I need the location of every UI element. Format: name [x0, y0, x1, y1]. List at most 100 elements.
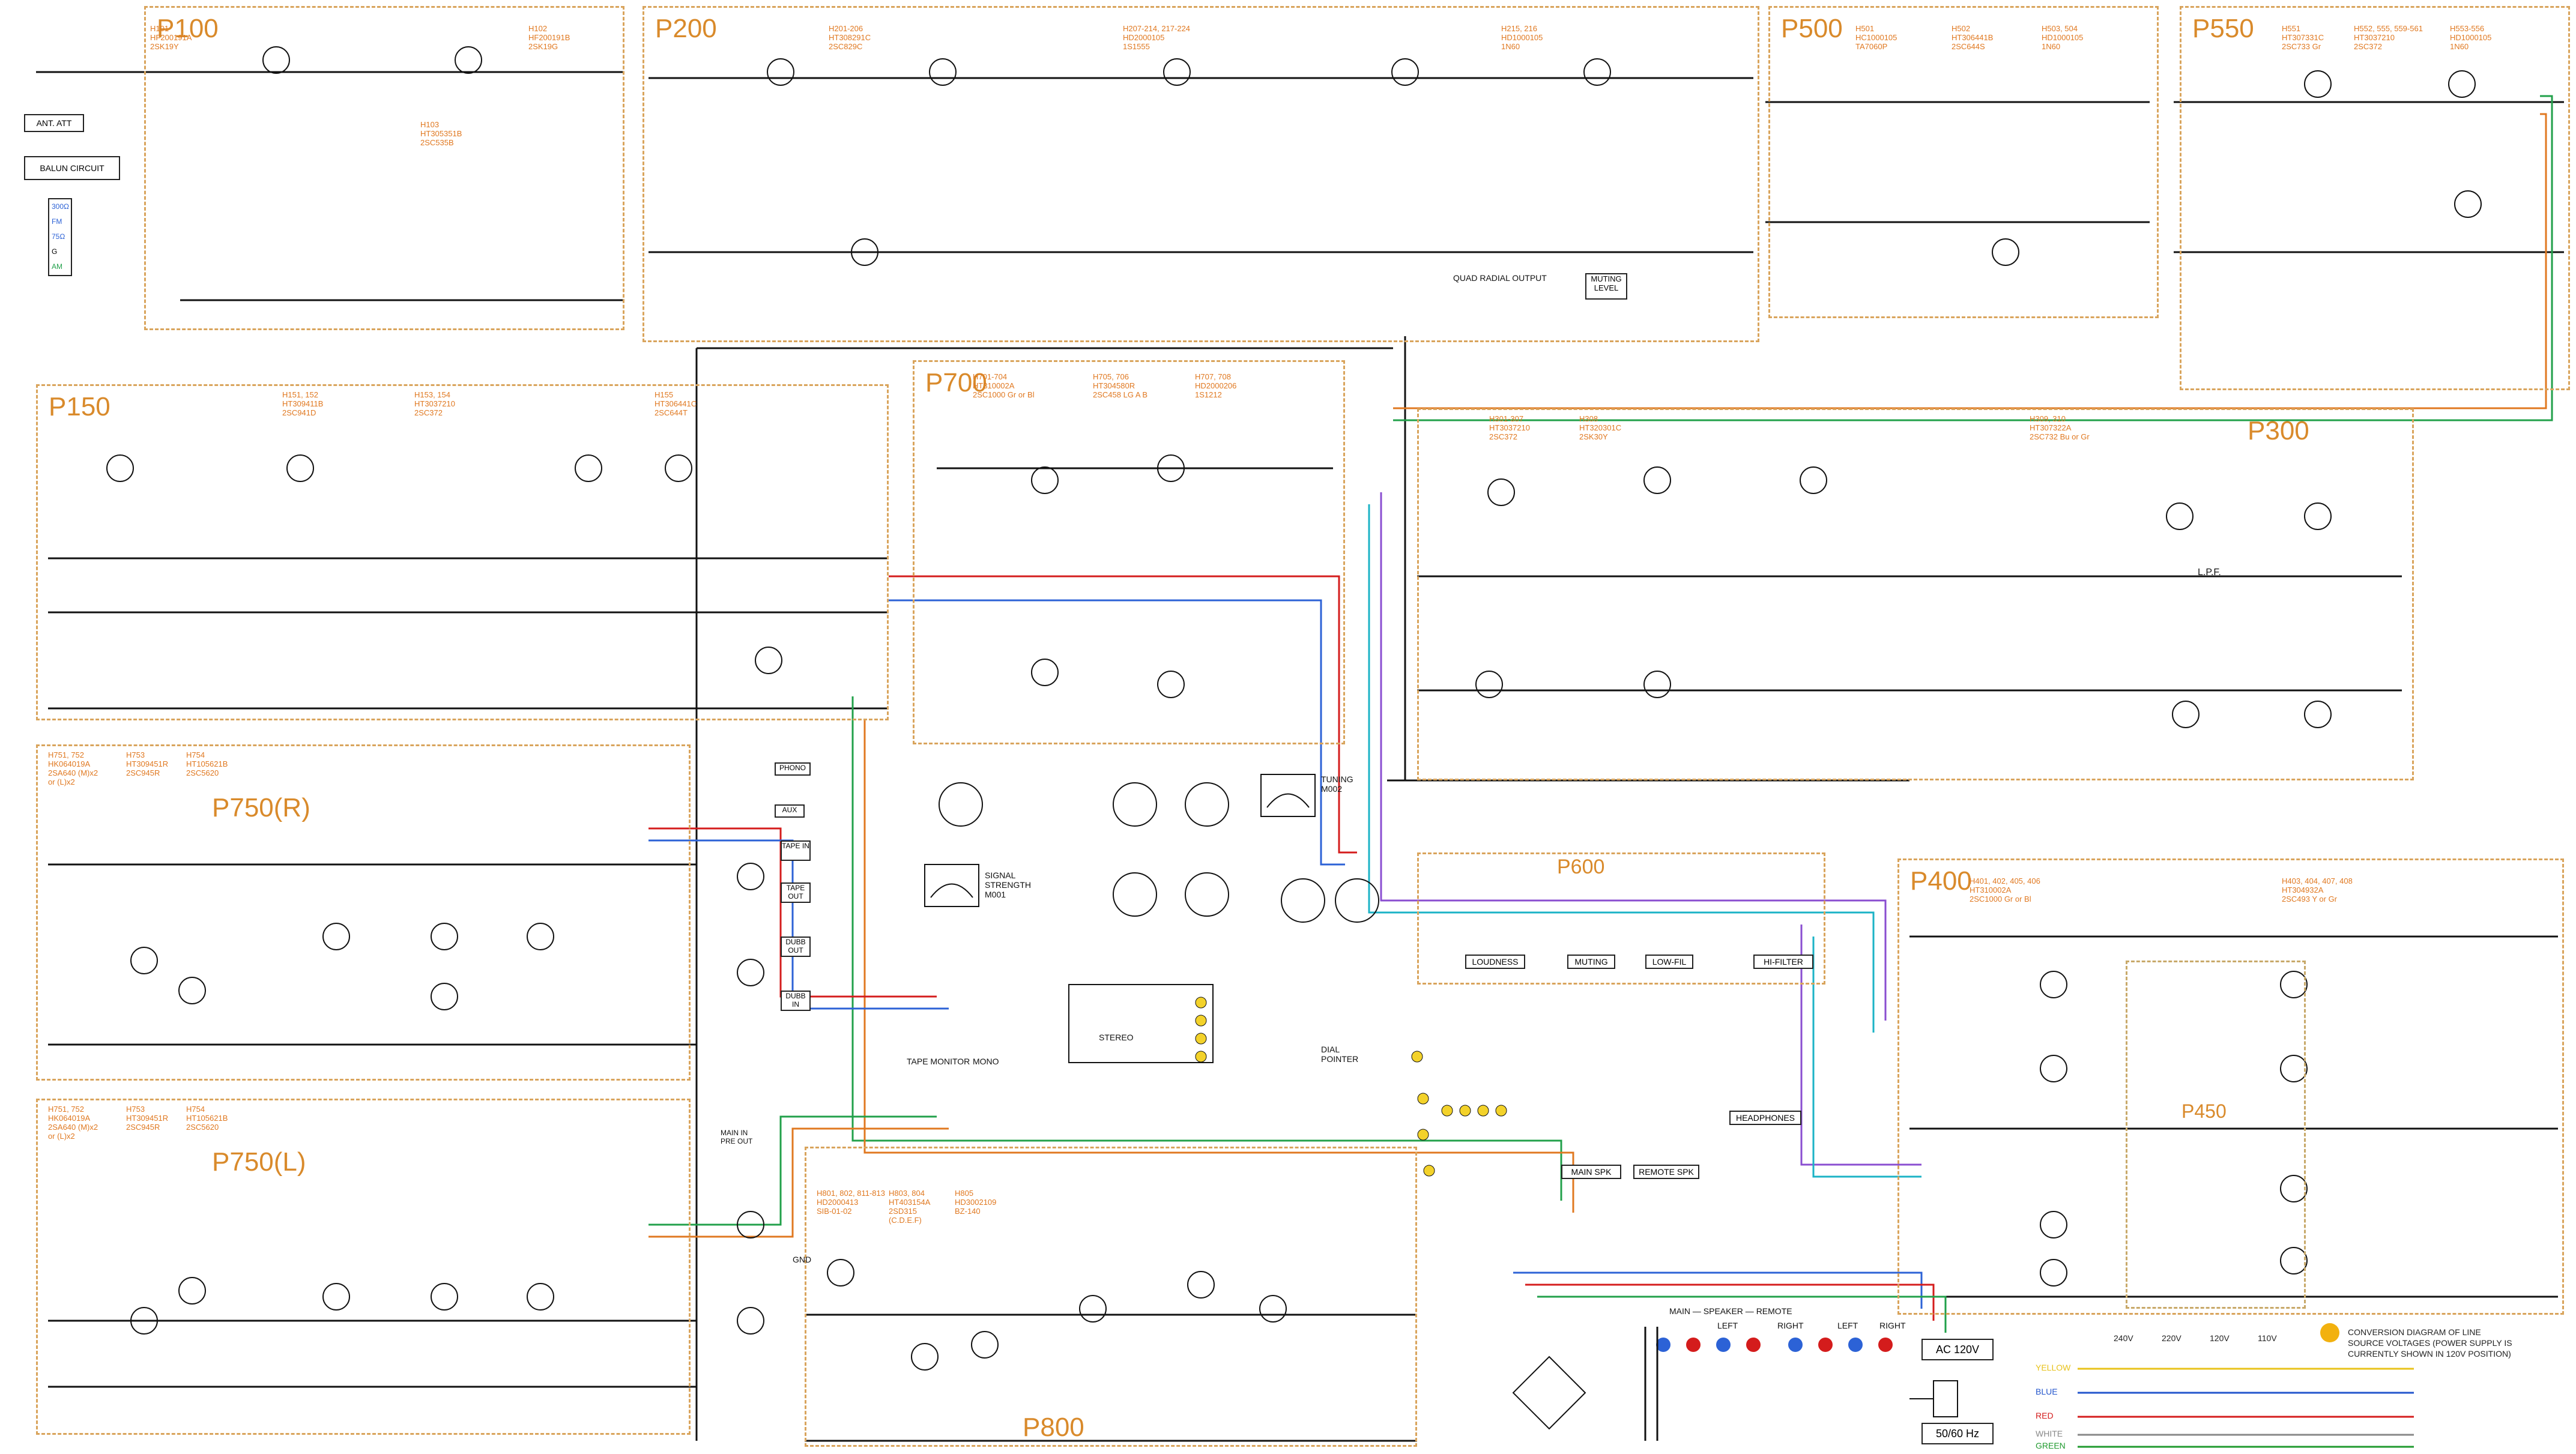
section-title: P750(L) — [212, 1147, 306, 1177]
section-p200: P200 — [642, 6, 1759, 342]
p100-caption-a: H101 HF200191A 2SK19Y — [150, 24, 192, 51]
muting-level-label: MUTING LEVEL — [1585, 273, 1627, 300]
p800-caption-b: H803, 804 HT403154A 2SD315 (C.D.E.F) — [889, 1189, 931, 1225]
headphones-label: HEADPHONES — [1729, 1111, 1801, 1125]
p550-caption-a: H551 HT307331C 2SC733 Gr — [2282, 24, 2324, 51]
ant-terminal-g: G — [52, 247, 58, 256]
ant-terminal-300: 300Ω — [52, 202, 69, 211]
p500-caption-a: H501 HC1000105 TA7060P — [1855, 24, 1897, 51]
section-title: P600 — [1557, 855, 1605, 878]
voltage-240: 240V — [2114, 1333, 2133, 1343]
meters — [924, 774, 1316, 907]
section-title: P800 — [1023, 1413, 1084, 1442]
speaker-right-label: RIGHT — [1777, 1321, 1804, 1330]
section-title: P200 — [655, 14, 717, 43]
tape-in-jack-label[interactable]: TAPE IN — [781, 840, 811, 861]
p800-caption-a: H801, 802, 811-813 HD2000413 SIB-01-02 — [817, 1189, 885, 1216]
section-p700: P700 — [913, 360, 1345, 744]
section-p800: P800 — [805, 1147, 1417, 1447]
section-p550: P550 — [2180, 6, 2570, 390]
wire-yellow-label: YELLOW — [2036, 1363, 2071, 1372]
p400-caption-a: H401, 402, 405, 406 HT310002A 2SC1000 Gr… — [1970, 876, 2040, 903]
p150-caption-c: H155 HT306441C 2SC644T — [655, 390, 697, 417]
section-p300: P300 — [1417, 408, 2414, 780]
wire-green-label: GREEN — [2036, 1441, 2066, 1450]
p750l-caption-a: H751, 752 HK064019A 2SA640 (M)x2 or (L)x… — [48, 1105, 98, 1141]
ant-terminal-fm: FM — [52, 217, 62, 226]
section-title: P100 — [157, 14, 219, 43]
p750r-caption-b: H753 HT309451R 2SC945R — [126, 750, 169, 777]
p100-caption-b: H102 HF200191B 2SK19G — [528, 24, 570, 51]
gnd-label: GND — [793, 1255, 812, 1264]
mono-label: MONO — [973, 1057, 999, 1066]
section-p450: P450 — [2126, 961, 2306, 1309]
p550-caption-c: H553-556 HD1000105 1N60 — [2450, 24, 2492, 51]
p100-caption-c: H103 HT305351B 2SC535B — [420, 120, 462, 147]
p700-caption-b: H705, 706 HT304580R 2SC458 LG A B — [1093, 372, 1148, 399]
ant-terminal-75: 75Ω — [52, 232, 65, 241]
phono-jack-label[interactable]: PHONO — [775, 762, 811, 776]
signal-strength-label: SIGNAL STRENGTH M001 — [985, 870, 1031, 899]
tape-out-jack-label[interactable]: TAPE OUT — [781, 882, 811, 903]
dubb-in-jack-label[interactable]: DUBB IN — [781, 991, 811, 1011]
dial-pointer-label: DIAL POINTER — [1321, 1045, 1359, 1064]
selector-switches — [939, 782, 1379, 923]
p200-caption-a: H201-206 HT308291C 2SC829C — [829, 24, 871, 51]
section-title: P400 — [1910, 866, 1972, 896]
section-title: P150 — [49, 392, 110, 421]
ac-voltage-label: AC 120V — [1921, 1339, 1994, 1360]
voltage-220: 220V — [2162, 1333, 2181, 1343]
remote-spk-label[interactable]: REMOTE SPK — [1633, 1165, 1699, 1179]
aux-jack-label[interactable]: AUX — [775, 804, 805, 818]
quad-output-label: QUAD RADIAL OUTPUT — [1453, 273, 1547, 283]
section-title: P750(R) — [212, 793, 310, 822]
p750r-caption-a: H751, 752 HK064019A 2SA640 (M)x2 or (L)x… — [48, 750, 98, 786]
section-p150: P150 — [36, 384, 889, 720]
ant-att-box: ANT. ATT — [24, 114, 84, 132]
tape-monitor-label: TAPE MONITOR — [907, 1057, 970, 1066]
main-spk-label[interactable]: MAIN SPK — [1561, 1165, 1621, 1179]
section-title: P700 — [925, 368, 987, 397]
balun-circuit-box: BALUN CIRCUIT — [24, 156, 120, 180]
antenna-terminal-block: 300Ω FM 75Ω G AM — [48, 198, 72, 276]
section-p100: P100 — [144, 6, 624, 330]
low-filter-switch-label[interactable]: LOW-FIL — [1645, 955, 1693, 969]
conversion-diagram — [2078, 1323, 2414, 1448]
p200-caption-c: H215, 216 HD1000105 1N60 — [1501, 24, 1543, 51]
wire-white-label: WHITE — [2036, 1429, 2063, 1438]
p750l-caption-c: H754 HT105621B 2SC5620 — [186, 1105, 228, 1132]
ant-terminal-am: AM — [52, 262, 62, 271]
speaker-right-label-2: RIGHT — [1879, 1321, 1906, 1330]
p300-caption-b: H308 HT320301C 2SK30Y — [1579, 414, 1622, 441]
p700-caption-a: H701-704 HT310002A 2SC1000 Gr or Bl — [973, 372, 1035, 399]
lpf-label: L.P.F. — [2198, 567, 2221, 578]
p150-caption-b: H153, 154 HT3037210 2SC372 — [414, 390, 455, 417]
speaker-terminals — [1656, 1338, 1893, 1352]
transistor-symbols — [106, 46, 2482, 1371]
frequency-label: 50/60 Hz — [1921, 1423, 1994, 1444]
p800-caption-c: H805 HD3002109 BZ-140 — [955, 1189, 997, 1216]
speaker-title-label: MAIN — SPEAKER — REMOTE — [1669, 1306, 1792, 1316]
section-p600: P600 — [1417, 852, 1825, 985]
hi-filter-switch-label[interactable]: HI-FILTER — [1753, 955, 1813, 969]
dubb-out-jack-label[interactable]: DUBB OUT — [781, 937, 811, 957]
section-title: P300 — [2248, 416, 2309, 445]
muting-switch-label[interactable]: MUTING — [1567, 955, 1615, 969]
p550-caption-b: H552, 555, 559-561 HT3037210 2SC372 — [2354, 24, 2423, 51]
p200-caption-b: H207-214, 217-224 HD2000105 1S1555 — [1123, 24, 1191, 51]
power-transformer — [1644, 1327, 1658, 1441]
bridge-rectifier — [1512, 1356, 1586, 1430]
conversion-note: CONVERSION DIAGRAM OF LINE SOURCE VOLTAG… — [2348, 1327, 2512, 1359]
speaker-left-label: LEFT — [1717, 1321, 1738, 1330]
p500-caption-b: H502 HT306441B 2SC644S — [1952, 24, 1994, 51]
p750r-caption-c: H754 HT105621B 2SC5620 — [186, 750, 228, 777]
p300-caption-a: H301-307 HT3037210 2SC372 — [1489, 414, 1530, 441]
loudness-switch-label[interactable]: LOUDNESS — [1465, 955, 1525, 969]
section-title: P550 — [2192, 14, 2254, 43]
tuning-label: TUNING M002 — [1321, 774, 1353, 794]
p500-caption-c: H503, 504 HD1000105 1N60 — [2042, 24, 2084, 51]
section-p750r: P750(R) — [36, 744, 691, 1081]
p700-caption-c: H707, 708 HD2000206 1S1212 — [1195, 372, 1237, 399]
main-pre-label: MAIN IN PRE OUT — [721, 1129, 753, 1145]
p750l-caption-b: H753 HT309451R 2SC945R — [126, 1105, 169, 1132]
